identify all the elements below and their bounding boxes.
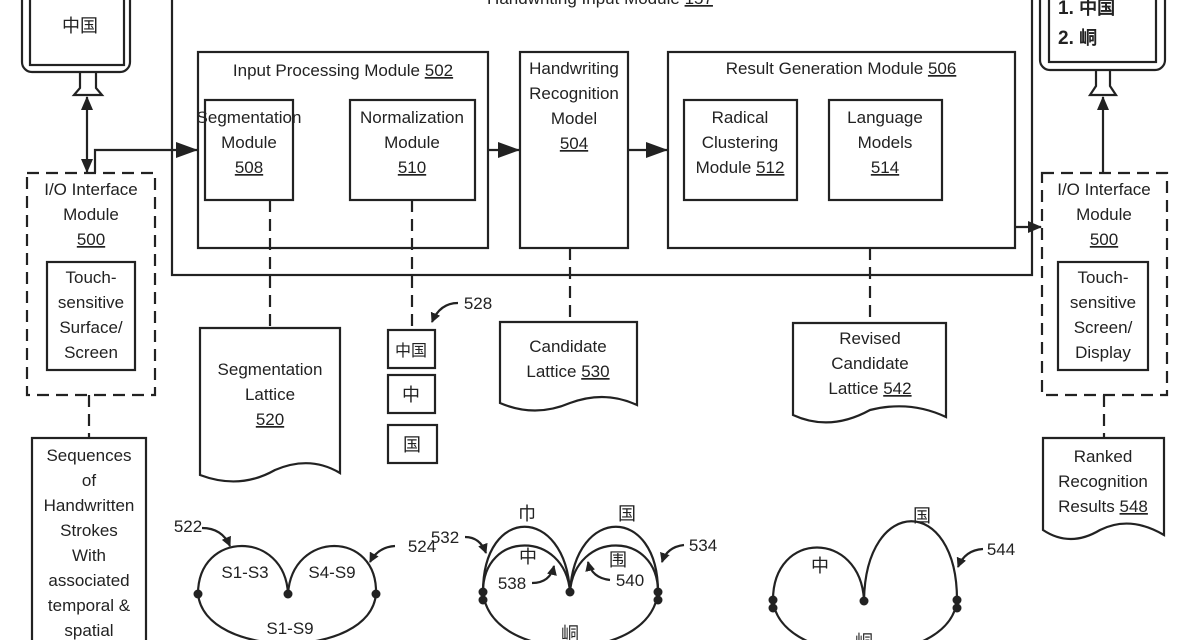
touch-surface-label: Screen xyxy=(64,343,118,362)
candidate-label: Lattice 530 xyxy=(526,362,609,381)
language-label: Models xyxy=(858,133,913,152)
model-label: Recognition xyxy=(529,84,619,103)
io-left-ref: 500 xyxy=(77,230,105,249)
ref-544: 544 xyxy=(987,540,1015,559)
io-left-label: Module xyxy=(63,205,119,224)
normalized-images: 中国 中 国 528 xyxy=(388,294,492,463)
seg-lattice-ref: 520 xyxy=(256,410,284,429)
lattice-edge-label: S4-S9 xyxy=(308,563,355,582)
segmentation-ref: 508 xyxy=(235,158,263,177)
io-interface-left: I/O Interface Module 500 Touch- sensitiv… xyxy=(27,173,155,395)
image-glyph: 中国 xyxy=(395,341,427,360)
touch-surface-label: sensitive xyxy=(58,293,124,312)
input-processing-module: Input Processing Module 502 Segmentation… xyxy=(197,52,488,248)
language-label: Language xyxy=(847,108,923,127)
io-right-label: Module xyxy=(1076,205,1132,224)
io-interface-right: I/O Interface Module 500 Touch- sensitiv… xyxy=(1042,173,1167,395)
revised-label: Lattice 542 xyxy=(828,379,911,398)
seg-lattice-label: Segmentation xyxy=(218,360,323,379)
sequences-text: With xyxy=(72,546,106,565)
handwritten-strokes: 中国 xyxy=(62,16,98,37)
revised-label: Candidate xyxy=(831,354,909,373)
radical-label: Clustering xyxy=(702,133,779,152)
sequences-text: associated xyxy=(48,571,129,590)
revised-char: 中 xyxy=(811,556,829,577)
ref-540: 540 xyxy=(616,571,644,590)
ref-534: 534 xyxy=(689,536,717,555)
sequences-text: spatial xyxy=(64,621,113,640)
sequences-text: temporal & xyxy=(48,596,131,615)
ref-522: 522 xyxy=(174,517,202,536)
recognition-model: Handwriting Recognition Model 504 xyxy=(520,52,628,248)
io-right-label: I/O Interface xyxy=(1057,180,1151,199)
revised-lattice-doc: Revised Candidate Lattice 542 xyxy=(793,323,946,422)
result-generation-title: Result Generation Module 506 xyxy=(726,59,957,78)
touch-surface-label: Touch- xyxy=(65,268,116,287)
ref-532: 532 xyxy=(431,528,459,547)
revised-char: 峒 xyxy=(855,632,873,640)
ranked-results-doc: Ranked Recognition Results 548 xyxy=(1043,438,1164,539)
output-device: 1. 中国 2. 峒 xyxy=(1040,0,1165,95)
touch-display-label: Display xyxy=(1075,343,1131,362)
candidate-char: 中 xyxy=(519,547,537,568)
candidate-label: Candidate xyxy=(529,337,607,356)
seg-lattice-label: Lattice xyxy=(245,385,295,404)
io-right-ref: 500 xyxy=(1090,230,1118,249)
result-generation-module: Result Generation Module 506 Radical Clu… xyxy=(668,52,1015,248)
touch-display-label: Screen/ xyxy=(1074,318,1133,337)
input-device: 中国 xyxy=(22,0,130,95)
model-label: Handwriting xyxy=(529,59,619,78)
image-glyph: 中 xyxy=(402,385,420,406)
io-left-label: I/O Interface xyxy=(44,180,138,199)
normalization-ref: 510 xyxy=(398,158,426,177)
touch-display-label: sensitive xyxy=(1070,293,1136,312)
candidate-lattice-graph: 巾 国 中 围 峒 532 534 538 540 xyxy=(431,504,717,640)
touch-display-label: Touch- xyxy=(1077,268,1128,287)
ranked-label: Results 548 xyxy=(1058,497,1148,516)
segmentation-label: Module xyxy=(221,133,277,152)
lattice-edge-label: S1-S3 xyxy=(221,563,268,582)
touch-surface-label: Surface/ xyxy=(59,318,123,337)
input-processing-title: Input Processing Module 502 xyxy=(233,61,453,80)
sequences-text: Strokes xyxy=(60,521,118,540)
candidate-char: 围 xyxy=(609,550,627,571)
result-item: 1. 中国 xyxy=(1058,0,1115,19)
sequences-text: Sequences xyxy=(46,446,131,465)
model-ref: 504 xyxy=(560,134,588,153)
language-ref: 514 xyxy=(871,158,899,177)
outer-module-title: Handwriting Input Module 157 xyxy=(487,0,713,8)
radical-label: Radical xyxy=(712,108,769,127)
ranked-label: Recognition xyxy=(1058,472,1148,491)
candidate-lattice-doc: Candidate Lattice 530 xyxy=(500,322,637,411)
stroke-sequences-box: Sequences of Handwritten Strokes With as… xyxy=(32,438,146,640)
radical-label: Module 512 xyxy=(696,158,785,177)
revised-label: Revised xyxy=(839,329,900,348)
sequences-text: Handwritten xyxy=(44,496,135,515)
ref-528: 528 xyxy=(464,294,492,313)
sequences-text: of xyxy=(82,471,96,490)
candidate-char: 峒 xyxy=(561,624,579,640)
segmentation-lattice-graph: S1-S3 S4-S9 S1-S9 522 524 xyxy=(174,517,436,640)
revised-lattice-graph: 中 国 峒 544 xyxy=(769,506,1016,640)
result-item: 2. 峒 xyxy=(1058,28,1097,49)
candidate-char: 国 xyxy=(618,504,636,525)
ref-538: 538 xyxy=(498,574,526,593)
arrow-to-input-processing xyxy=(95,150,197,173)
image-glyph: 国 xyxy=(403,435,421,456)
lattice-edge-label: S1-S9 xyxy=(266,619,313,638)
normalization-label: Module xyxy=(384,133,440,152)
segmentation-label: Segmentation xyxy=(197,108,302,127)
revised-char: 国 xyxy=(913,506,931,527)
normalization-label: Normalization xyxy=(360,108,464,127)
candidate-char: 巾 xyxy=(518,504,536,525)
ranked-label: Ranked xyxy=(1074,447,1133,466)
model-label: Model xyxy=(551,109,597,128)
segmentation-lattice-doc: Segmentation Lattice 520 xyxy=(200,328,340,481)
